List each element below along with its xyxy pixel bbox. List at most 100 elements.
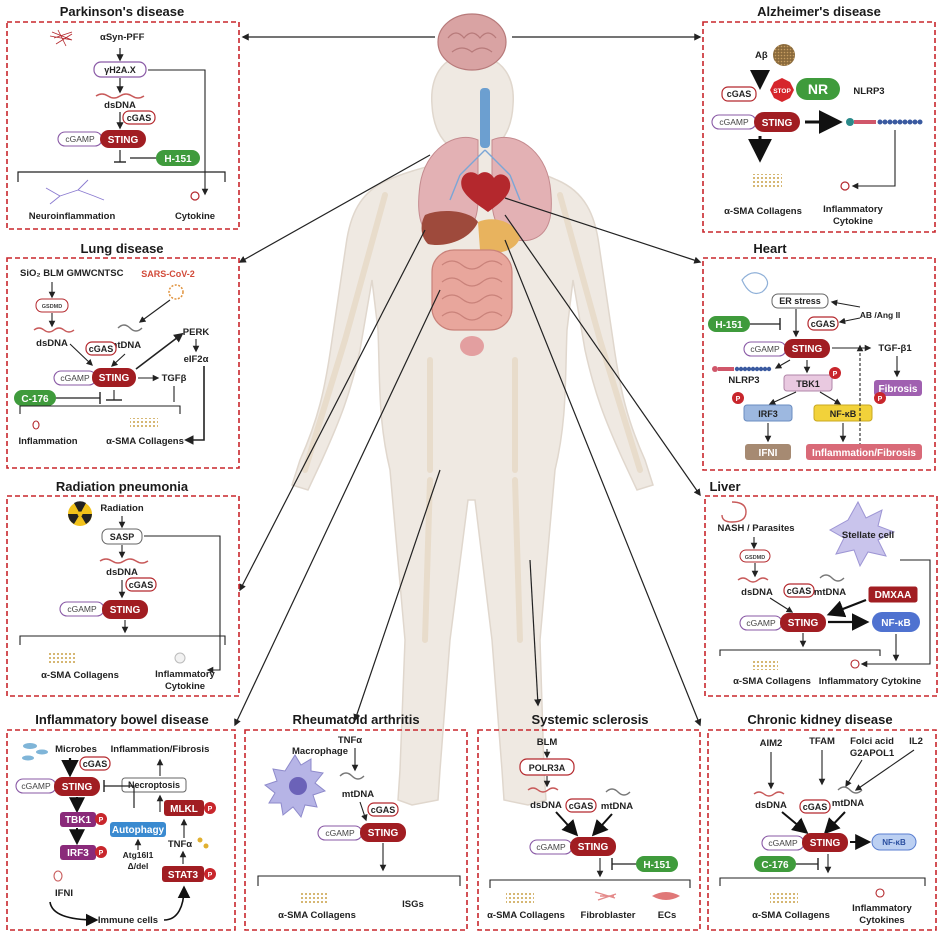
inflam-label: Inflammation/Fibrosis xyxy=(111,744,210,755)
sasp-box xyxy=(101,528,143,545)
sting-pill xyxy=(92,368,136,387)
virus-icon xyxy=(168,284,184,300)
nr-label: NR xyxy=(808,81,828,97)
ifni-label: IFNI xyxy=(55,888,73,899)
phospho-icon xyxy=(829,367,841,379)
sting-label: STING xyxy=(368,828,399,839)
cgamp-label: cGAMP xyxy=(67,604,97,614)
g2apol1-label: G2APOL1 xyxy=(850,748,895,759)
out-asma-collagens: α-SMA Collagens xyxy=(724,206,802,217)
stellate-label: Stellate cell xyxy=(842,530,894,541)
mtdna-icon xyxy=(117,324,143,332)
phospho-icon xyxy=(95,846,107,858)
inflammation-fibrosis-label: Inflammation/Fibrosis xyxy=(812,448,916,459)
tnfa-label: TNFα xyxy=(168,839,192,850)
sting-label: STING xyxy=(810,838,841,849)
gsdmd-label: GSDMD xyxy=(745,555,766,561)
cgas-label: cGAS xyxy=(727,89,752,99)
collagen-icon xyxy=(752,660,778,670)
dmxaa-box xyxy=(867,585,919,604)
out-asma-collagens: α-SMA Collagens xyxy=(752,910,830,921)
panel-title: Rheumatoid arthritis xyxy=(292,712,419,727)
h2ax-box xyxy=(93,61,147,78)
parasite-icon xyxy=(721,501,747,523)
abeta-aggregate-icon xyxy=(773,44,795,66)
tfam-label: TFAM xyxy=(809,736,835,747)
sting-label: STING xyxy=(62,782,93,793)
out-cytokine: Cytokine xyxy=(833,216,873,227)
svg-text:P: P xyxy=(833,371,838,378)
svg-text:P: P xyxy=(99,850,104,857)
cgas-label: cGAS xyxy=(569,801,594,811)
cgas-box xyxy=(79,756,111,771)
dsdna-label: dsDNA xyxy=(741,587,773,598)
sting-label: STING xyxy=(578,842,609,853)
sting-pill xyxy=(54,777,100,796)
panel-lung: Lung disease SiO₂ BLM GMWCNTSC SARS-CoV-… xyxy=(6,241,240,469)
out-inflammatory: Inflammatory xyxy=(155,669,215,680)
phospho-icon xyxy=(732,392,744,404)
svg-text:P: P xyxy=(208,872,213,879)
panel-title: Alzheimer's disease xyxy=(757,4,881,19)
dsdna-icon xyxy=(737,577,769,583)
cgas-label: cGAS xyxy=(803,802,828,812)
cgas-box xyxy=(85,341,117,356)
cgamp-label: cGAMP xyxy=(325,828,355,838)
collagen-icon xyxy=(48,652,76,663)
polr3a-label: POLR3A xyxy=(529,763,566,773)
gsdmd-box xyxy=(739,549,771,563)
cgas-label: cGAS xyxy=(787,586,812,596)
panel-title: Heart xyxy=(753,241,787,256)
out-cytokines: Cytokines xyxy=(859,915,904,926)
irf3-label: IRF3 xyxy=(758,409,778,419)
cgas-label: cGAS xyxy=(127,113,152,123)
dsdna-icon xyxy=(527,787,559,793)
out-inflammatory-cytokine: Inflammatory Cytokine xyxy=(819,676,921,687)
cgas-box xyxy=(721,86,757,102)
phospho-icon xyxy=(874,392,886,404)
panel-liver: Liver NASH / Parasites Stellate cell GSD… xyxy=(704,479,938,697)
mtdna-icon xyxy=(339,772,365,780)
nlrp3-label: NLRP3 xyxy=(853,86,884,97)
tbk1-label: TBK1 xyxy=(796,379,820,389)
brain-organ xyxy=(437,13,507,71)
cgas-box xyxy=(783,583,815,598)
dsdna-icon xyxy=(95,93,145,99)
h151-label: H-151 xyxy=(715,320,743,331)
necroptosis-label: Necroptosis xyxy=(128,780,180,790)
out-asma-collagens: α-SMA Collagens xyxy=(106,436,184,447)
stat3-box xyxy=(162,866,204,882)
er-stress-label: ER stress xyxy=(779,296,821,306)
microbes-icon xyxy=(22,743,48,761)
sasp-label: SASP xyxy=(110,532,135,542)
h151-inhibitor-pill xyxy=(636,856,678,872)
bladder-organ xyxy=(460,336,484,356)
c176-inhibitor-pill xyxy=(14,390,56,406)
panel-title: Inflammatory bowel disease xyxy=(35,712,208,727)
h151-inhibitor-pill xyxy=(156,150,200,166)
ab-ang-label: AB /Ang II xyxy=(860,310,901,320)
out-cytokine: Cytokine xyxy=(175,211,215,222)
tgfb1-label: TGF-β1 xyxy=(878,343,912,354)
abeta-label: Aβ xyxy=(755,50,768,61)
dsdna-label: dsDNA xyxy=(106,567,138,578)
collagen-icon xyxy=(752,174,782,188)
panel-ra: Rheumatoid arthritis TNFα Macrophage mtD… xyxy=(244,712,468,931)
nlrp3-chain-icon xyxy=(877,119,923,125)
dsdna-icon xyxy=(33,327,75,333)
asyn-label: αSyn-PFF xyxy=(100,32,145,43)
gsdmd-box xyxy=(35,298,69,313)
folic-label: Folci acid xyxy=(850,736,894,747)
c176-label: C-176 xyxy=(21,394,49,405)
er-organelle-icon xyxy=(741,272,769,295)
panel-ibd: Inflammatory bowel disease Microbes Infl… xyxy=(6,712,236,931)
stop-sign-icon xyxy=(770,78,794,102)
cgas-box xyxy=(367,802,399,817)
tbk1-box xyxy=(783,374,833,392)
tbk1-box xyxy=(60,812,96,827)
panel-title: Systemic sclerosis xyxy=(531,712,648,727)
lung-triggers-label: SiO₂ BLM GMWCNTSC xyxy=(20,268,124,279)
irf3-box xyxy=(743,404,793,422)
mtdna-icon xyxy=(837,786,863,794)
h151-label: H-151 xyxy=(164,154,192,165)
